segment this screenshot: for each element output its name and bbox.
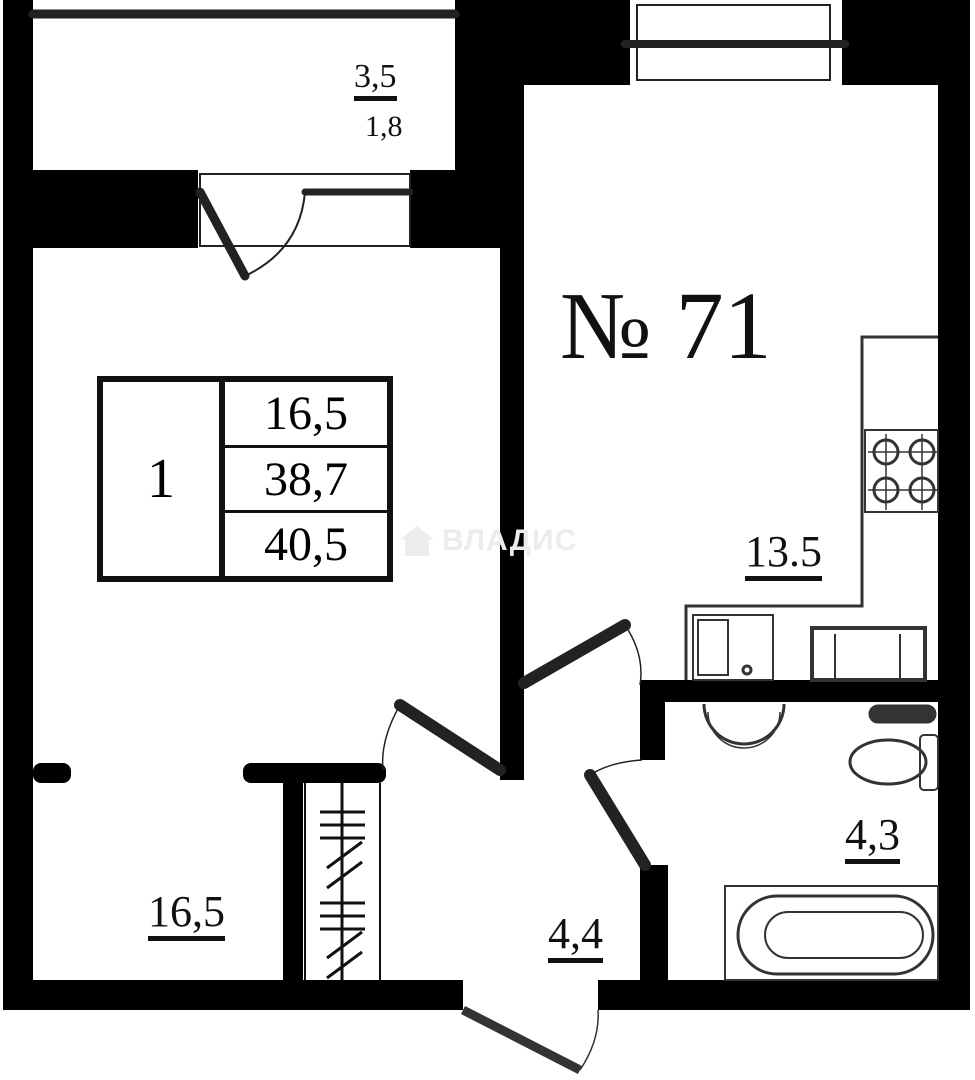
walls [3, 0, 970, 1010]
bathroom-fixtures [702, 703, 939, 981]
kitchen-counter [684, 335, 939, 682]
balcony-area: 3,5 [354, 60, 397, 101]
room-count: 1 [103, 382, 225, 576]
total-area-value: 38,7 [225, 448, 387, 514]
wardrobe [304, 783, 381, 980]
kitchen-area: 13.5 [745, 530, 822, 581]
entrance-door [460, 1005, 599, 1075]
living-room-area: 16,5 [148, 890, 225, 941]
living-area-value: 16,5 [225, 382, 387, 448]
bathroom-door [584, 759, 651, 871]
kitchen-door [518, 619, 642, 689]
balcony-door [195, 173, 414, 281]
apartment-summary-table: 1 16,5 38,7 40,5 [97, 376, 393, 582]
watermark: ВЛАДИС [400, 524, 577, 558]
balcony-reduced-area: 1,8 [365, 110, 403, 143]
watermark-text: ВЛАДИС [442, 524, 578, 557]
total-area-with-balcony-value: 40,5 [264, 518, 348, 572]
living-door [381, 699, 506, 776]
hallway-area: 4,4 [548, 912, 603, 963]
bathroom-area: 4,3 [845, 813, 900, 864]
house-logo-icon [400, 526, 434, 556]
window [621, 4, 849, 81]
apartment-number: № 71 [560, 272, 772, 379]
